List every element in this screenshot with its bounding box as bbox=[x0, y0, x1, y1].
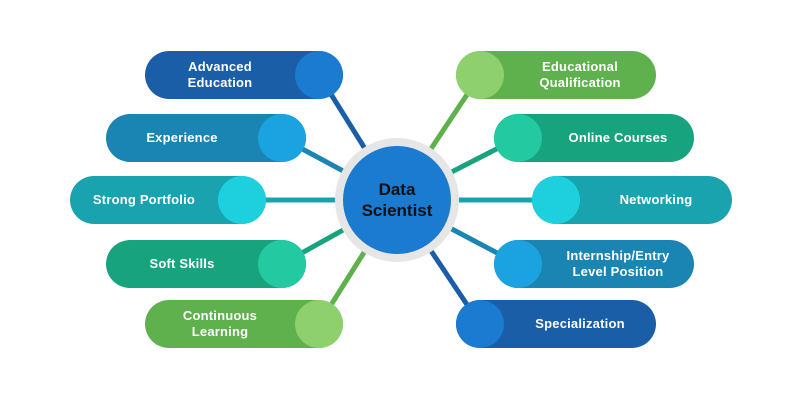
node-label: Networking bbox=[619, 192, 693, 207]
node-networking: Networking bbox=[532, 176, 732, 224]
node-strong-portfolio: Strong Portfolio bbox=[70, 176, 266, 224]
node-educational-qualification: Educational Qualification bbox=[456, 51, 656, 99]
node-label: Specialization bbox=[535, 316, 625, 331]
node-label: Advanced Education bbox=[187, 59, 253, 90]
node-internship-entry-level-position: Internship/Entry Level Position bbox=[494, 240, 694, 288]
node-continuous-learning: Continuous Learning bbox=[145, 300, 343, 348]
node-cap-circle bbox=[494, 114, 542, 162]
node-label: Educational Qualification bbox=[539, 59, 621, 90]
node-cap-circle bbox=[295, 300, 343, 348]
node-cap-circle bbox=[258, 114, 306, 162]
node-label: Online Courses bbox=[568, 130, 668, 145]
node-advanced-education: Advanced Education bbox=[145, 51, 343, 99]
node-label: Soft Skills bbox=[149, 256, 215, 271]
node-label: Continuous Learning bbox=[182, 308, 258, 339]
node-label: Internship/Entry Level Position bbox=[566, 248, 670, 279]
node-cap-circle bbox=[295, 51, 343, 99]
node-cap-circle bbox=[494, 240, 542, 288]
node-cap-circle bbox=[456, 300, 504, 348]
node-experience: Experience bbox=[106, 114, 306, 162]
node-cap-circle bbox=[218, 176, 266, 224]
node-cap-circle bbox=[532, 176, 580, 224]
node-label: Strong Portfolio bbox=[92, 192, 196, 207]
node-label: Experience bbox=[146, 130, 218, 145]
center-hub-data-scientist: Data Scientist bbox=[343, 146, 451, 254]
node-specialization: Specialization bbox=[456, 300, 656, 348]
node-cap-circle bbox=[258, 240, 306, 288]
node-online-courses: Online Courses bbox=[494, 114, 694, 162]
node-soft-skills: Soft Skills bbox=[106, 240, 306, 288]
node-cap-circle bbox=[456, 51, 504, 99]
